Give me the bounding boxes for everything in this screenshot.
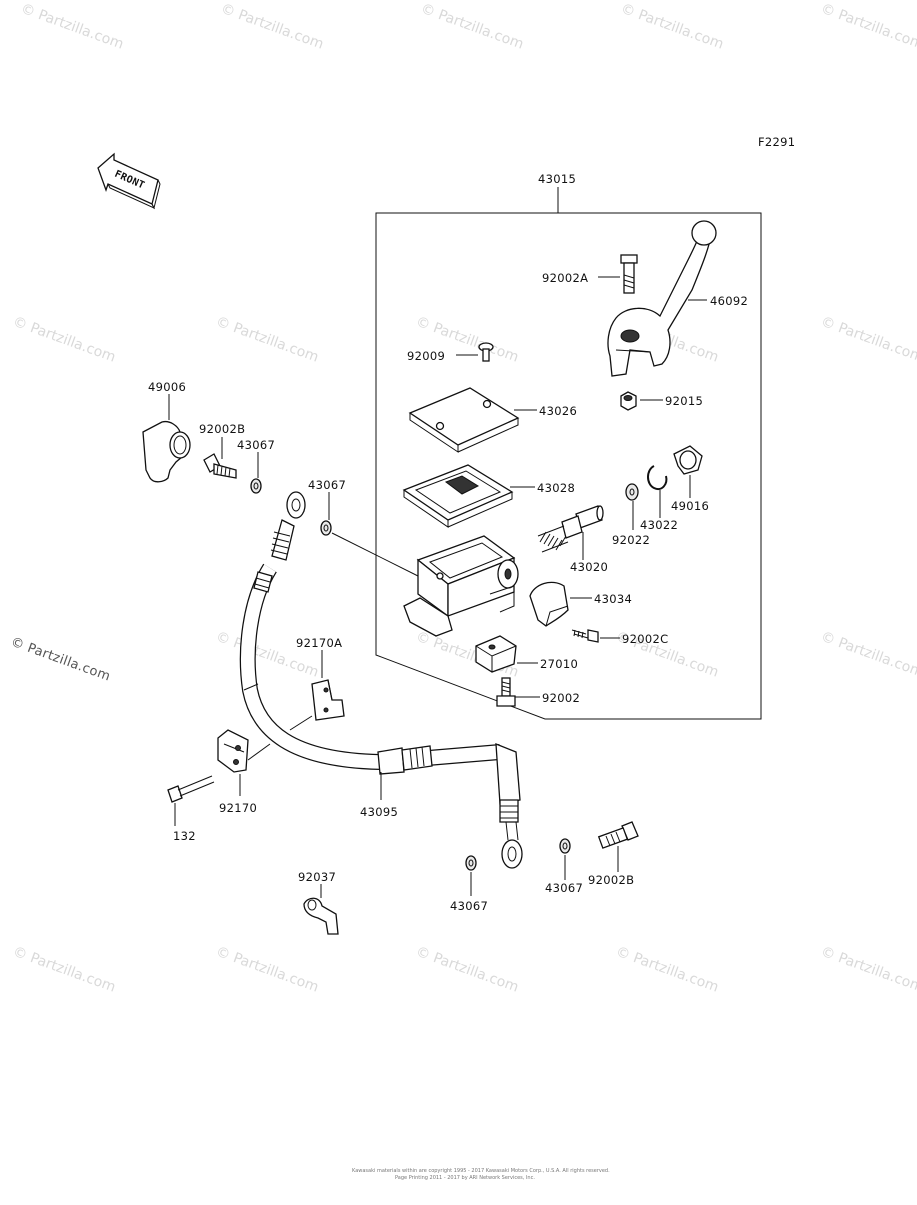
copyright-line-1: Kawasaki materials within are copyright …: [352, 1168, 610, 1174]
callout-43067-b[interactable]: 43067: [308, 478, 346, 492]
callout-92002b-top[interactable]: 92002B: [199, 422, 245, 436]
watermark: © Partzilla.com: [419, 1, 526, 53]
watermark: © Partzilla.com: [819, 314, 917, 366]
bolt-92002a-icon: [620, 254, 638, 294]
callout-92002c[interactable]: 92002C: [622, 632, 668, 646]
callout-43022[interactable]: 43022: [640, 518, 678, 532]
bolt-92002b-bottom-icon: [597, 821, 639, 849]
callout-49016[interactable]: 49016: [671, 499, 709, 513]
watermark: © Partzilla.com: [11, 944, 118, 996]
diaphragm-43028-icon: [402, 464, 514, 528]
bolt-132-icon: [167, 775, 215, 803]
callout-92002[interactable]: 92002: [542, 691, 580, 705]
callout-43067-c[interactable]: 43067: [450, 899, 488, 913]
bolt-92002c-icon: [571, 629, 599, 643]
screw-92009-icon: [478, 342, 494, 362]
callout-27010[interactable]: 27010: [540, 657, 578, 671]
callout-43095[interactable]: 43095: [360, 805, 398, 819]
washer-43067-a-icon: [250, 478, 262, 494]
master-cylinder-assembly-box: [375, 187, 762, 720]
callout-92002a[interactable]: 92002A: [542, 271, 588, 285]
screw-92002-icon: [496, 677, 516, 707]
brake-hose-43095-icon: [239, 491, 523, 869]
boot-cap-49006-icon: [142, 420, 191, 483]
watermark: © Partzilla.com: [614, 944, 721, 996]
clamp-92170-icon: [217, 729, 249, 773]
watermark-prominent: © Partzilla.com: [9, 635, 113, 685]
callout-92022[interactable]: 92022: [612, 533, 650, 547]
watermark: © Partzilla.com: [11, 314, 118, 366]
clamp-92170a-icon: [311, 679, 345, 721]
watermark: © Partzilla.com: [219, 1, 326, 53]
master-cylinder-body-icon: [403, 535, 519, 637]
watermark: © Partzilla.com: [619, 1, 726, 53]
callout-92015[interactable]: 92015: [665, 394, 703, 408]
watermark: © Partzilla.com: [214, 314, 321, 366]
callout-43067-a[interactable]: 43067: [237, 438, 275, 452]
callout-43028[interactable]: 43028: [537, 481, 575, 495]
callout-92037[interactable]: 92037: [298, 870, 336, 884]
callout-132[interactable]: 132: [173, 829, 196, 843]
circlip-43022-icon: [647, 465, 668, 490]
watermark: © Partzilla.com: [19, 1, 126, 53]
reservoir-cap-43026-icon: [408, 387, 520, 453]
washer-92022-icon: [625, 483, 639, 501]
callout-46092[interactable]: 46092: [710, 294, 748, 308]
callout-92009[interactable]: 92009: [407, 349, 445, 363]
callout-43026[interactable]: 43026: [539, 404, 577, 418]
figure-code: F2291: [758, 135, 795, 149]
watermark: © Partzilla.com: [819, 1, 917, 53]
dust-boot-49016-icon: [673, 445, 703, 475]
front-arrow-icon: FRONT: [97, 152, 161, 210]
brake-switch-27010-icon: [475, 635, 517, 673]
callout-92170a[interactable]: 92170A: [296, 636, 342, 650]
watermark: © Partzilla.com: [414, 944, 521, 996]
callout-43067-d[interactable]: 43067: [545, 881, 583, 895]
callout-92002b-bottom[interactable]: 92002B: [588, 873, 634, 887]
washer-43067-b-icon: [320, 520, 332, 536]
washer-43067-c-icon: [465, 855, 477, 871]
clamp-holder-43034-icon: [529, 581, 569, 627]
brake-lever-46092-icon: [607, 220, 717, 377]
watermark: © Partzilla.com: [214, 944, 321, 996]
nut-92015-icon: [620, 391, 637, 411]
watermark: © Partzilla.com: [819, 629, 917, 681]
callout-92170[interactable]: 92170: [219, 801, 257, 815]
piston-kit-43020-icon: [537, 505, 604, 553]
bolt-92002b-small-icon: [203, 453, 237, 479]
callout-43034[interactable]: 43034: [594, 592, 632, 606]
clamp-92037-icon: [303, 897, 339, 935]
callout-43020[interactable]: 43020: [570, 560, 608, 574]
washer-43067-d-icon: [559, 838, 571, 854]
callout-49006[interactable]: 49006: [148, 380, 186, 394]
watermark: © Partzilla.com: [819, 944, 917, 996]
callout-43015[interactable]: 43015: [538, 172, 576, 186]
copyright-line-2: Page Printing 2011 - 2017 by ARI Network…: [395, 1175, 535, 1181]
